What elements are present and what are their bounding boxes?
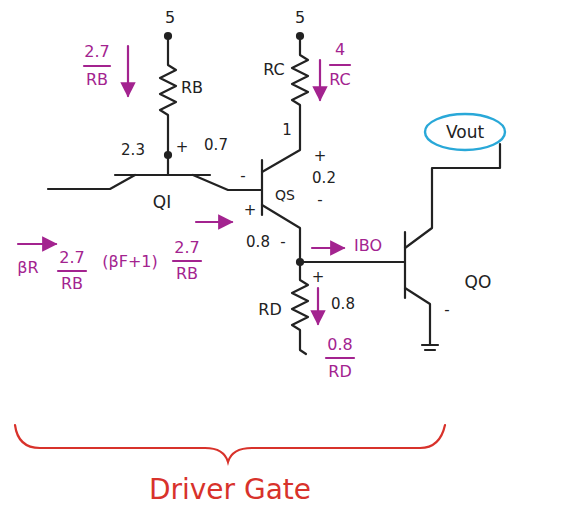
resistor-symbol bbox=[292, 262, 308, 354]
node-voltage: 1 bbox=[282, 122, 292, 139]
gain-symbol: βR bbox=[17, 259, 38, 277]
polarity-sign: + bbox=[314, 148, 327, 165]
current-arrow bbox=[196, 221, 232, 223]
current-name: IBO bbox=[354, 237, 382, 255]
brace-bracket bbox=[15, 425, 445, 462]
resistor-symbol bbox=[262, 36, 308, 172]
polarity-sign: - bbox=[444, 302, 449, 319]
current-denominator: RB bbox=[86, 71, 108, 89]
output-name: Vout bbox=[446, 122, 484, 142]
resistor-name: RC bbox=[263, 61, 285, 79]
collector-lead bbox=[405, 144, 500, 248]
junction-dot bbox=[165, 152, 171, 158]
polarity-sign: - bbox=[317, 192, 322, 209]
voltage-value: 0.8 bbox=[331, 296, 355, 313]
fraction-bar bbox=[58, 270, 86, 272]
resistor-name: RB bbox=[181, 79, 203, 97]
voltage-value: 0.2 bbox=[312, 170, 336, 187]
current-numerator: 2.7 bbox=[84, 43, 109, 61]
resistor-name: RD bbox=[258, 301, 281, 319]
base-wire bbox=[300, 261, 405, 263]
fraction-bar bbox=[330, 64, 350, 66]
node-voltage: 2.3 bbox=[121, 142, 145, 159]
current-arrow bbox=[18, 243, 56, 245]
supply-voltage: 5 bbox=[295, 9, 305, 27]
current-arrow bbox=[127, 46, 129, 96]
transistor-name: QI bbox=[153, 193, 171, 212]
transistor-name: QS bbox=[275, 188, 295, 203]
polarity-sign: + bbox=[244, 202, 257, 219]
current-numerator: 0.8 bbox=[327, 336, 352, 354]
gain-factor: (βF+1) bbox=[102, 253, 157, 271]
current-denominator: RC bbox=[329, 71, 351, 89]
current-numerator: 2.7 bbox=[59, 249, 84, 267]
transistor-name: QO bbox=[465, 273, 492, 292]
fraction-bar bbox=[84, 65, 110, 67]
collector-lead bbox=[193, 175, 262, 190]
ground-symbol bbox=[405, 288, 438, 350]
emitter-lead bbox=[48, 175, 135, 189]
current-arrow bbox=[312, 247, 344, 249]
supply-voltage: 5 bbox=[165, 9, 175, 27]
current-arrow bbox=[319, 60, 321, 100]
current-arrow bbox=[317, 288, 319, 324]
group-label: Driver Gate bbox=[149, 475, 311, 506]
current-denominator: RB bbox=[176, 265, 198, 283]
polarity-sign: - bbox=[280, 234, 285, 251]
voltage-value: 0.7 bbox=[204, 137, 228, 154]
polarity-sign: + bbox=[312, 269, 325, 286]
output-terminal-circle: Vout bbox=[423, 112, 507, 152]
polarity-sign: - bbox=[240, 168, 245, 185]
current-denominator: RD bbox=[328, 363, 351, 381]
resistor-symbol bbox=[160, 36, 176, 175]
fraction-bar bbox=[173, 260, 201, 262]
current-numerator: 4 bbox=[335, 41, 345, 59]
circle-outline-shape bbox=[425, 114, 505, 150]
current-numerator: 2.7 bbox=[174, 239, 199, 257]
fraction-bar bbox=[326, 357, 354, 359]
node-voltage: 0.8 bbox=[246, 234, 270, 251]
polarity-sign: + bbox=[176, 139, 189, 156]
current-denominator: RB bbox=[61, 275, 83, 293]
